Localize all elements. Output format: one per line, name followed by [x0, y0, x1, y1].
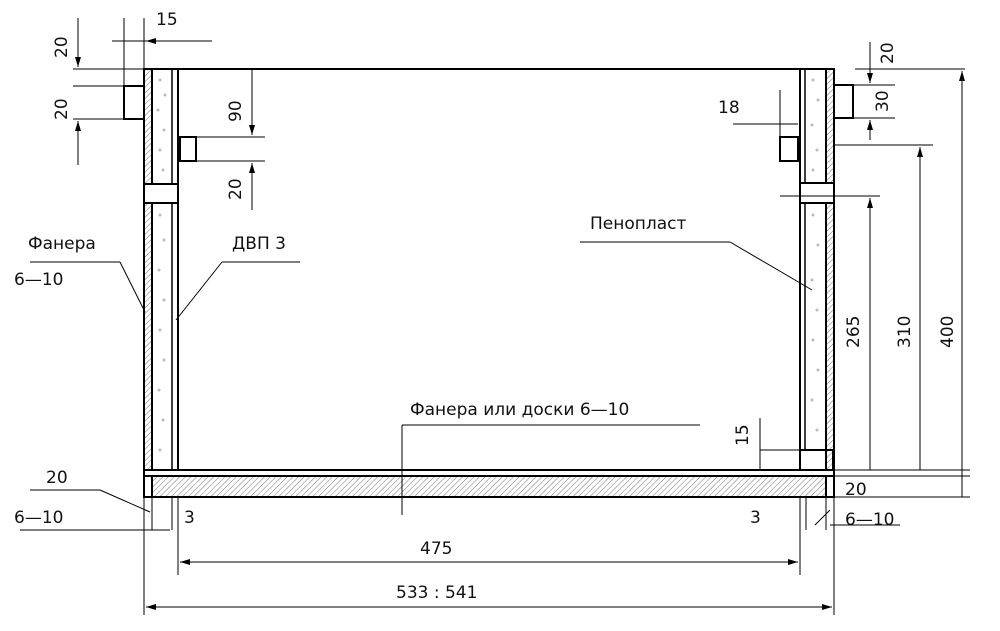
right-inner-block — [779, 136, 799, 162]
right-plywood — [825, 68, 835, 471]
dim-height-310: 310 — [895, 315, 915, 348]
left-inner-block — [179, 136, 197, 162]
left-outer-block — [123, 85, 145, 120]
dim-right-top-offset: 20 — [878, 42, 898, 64]
right-foam — [799, 68, 827, 471]
dim-gap-left: 3 — [184, 508, 195, 528]
dim-top-left-offset: 20 — [52, 36, 72, 58]
left-crossbar — [143, 183, 179, 204]
dim-inner-offset: 90 — [226, 100, 246, 122]
dim-top-left-width: 15 — [156, 10, 178, 30]
right-outer-block — [833, 84, 854, 119]
label-fiberboard: ДВП 3 — [232, 234, 286, 254]
dim-height-400: 400 — [938, 315, 958, 348]
dim-bottom-15: 15 — [733, 424, 753, 446]
dim-inner-block: 20 — [226, 178, 246, 200]
right-crossbar — [799, 182, 835, 204]
label-plywood: Фанера — [28, 234, 96, 254]
floor-board — [151, 475, 827, 498]
dim-height-265: 265 — [844, 315, 864, 348]
label-floor: Фанера или доски 6—10 — [410, 400, 630, 420]
dim-bottom-right-ply: 6—10 — [845, 510, 895, 530]
dim-right-top-block: 30 — [873, 90, 893, 112]
dim-right-inner-block: 18 — [718, 98, 740, 118]
left-plywood — [143, 68, 153, 471]
label-foam: Пенопласт — [590, 214, 687, 234]
dim-bottom-right-20: 20 — [845, 480, 867, 500]
dim-bottom-left-20: 20 — [46, 468, 68, 488]
label-plywood-thickness: 6—10 — [14, 270, 64, 290]
dim-gap-right: 3 — [750, 508, 761, 528]
dim-inner-width: 475 — [420, 539, 453, 559]
dim-top-left-block: 20 — [52, 98, 72, 120]
dim-bottom-left-ply: 6—10 — [14, 508, 64, 528]
foam-texture — [156, 78, 820, 452]
dim-outer-width: 533 : 541 — [396, 583, 478, 603]
